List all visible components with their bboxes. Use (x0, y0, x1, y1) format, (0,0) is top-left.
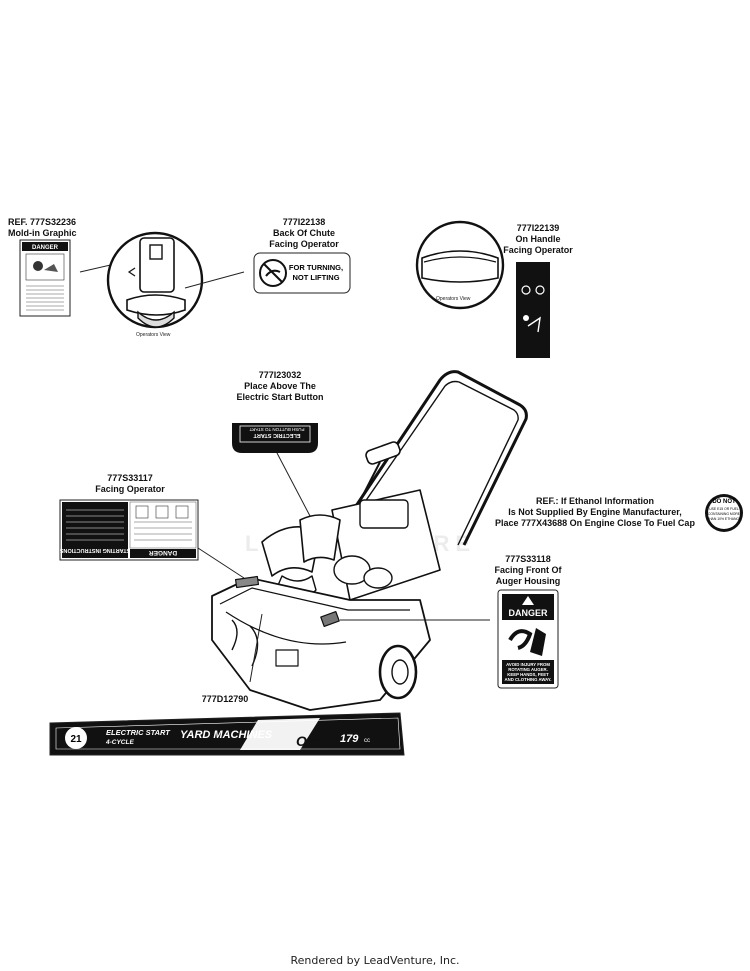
ethanol-line3: CONTAINING MORE (708, 512, 741, 516)
leader-line (197, 547, 245, 579)
auger-decal-line3: KEEP HANDS, FEET (507, 672, 549, 677)
auger-decal-line4: AND CLOTHING AWAY. (505, 677, 552, 682)
stripe-cc: 179 (340, 733, 359, 745)
label-777i23032: 777I23032 Place Above The Electric Start… (222, 370, 338, 403)
label-line: Facing Operator (95, 484, 165, 494)
label-777s33118: 777S33118 Facing Front Of Auger Housing (478, 554, 578, 587)
label-ethanol-ref: REF.: If Ethanol Information Is Not Supp… (490, 496, 700, 529)
operators-view-label: Operators View (436, 296, 471, 302)
electric-start-decal[interactable]: ELECTRIC START PUSH BUTTON TO START (232, 423, 318, 453)
electric-start-line1: ELECTRIC START (253, 432, 301, 438)
stripe-badge: 21 (70, 734, 82, 745)
label-777i22139: 777I22139 On Handle Facing Operator (490, 223, 586, 256)
label-777i22138: 777I22138 Back Of Chute Facing Operator (256, 217, 352, 250)
label-line: 777I23032 (258, 370, 302, 380)
operators-view-label: Operators View (136, 332, 171, 338)
starting-decal-title: STARTING INSTRUCTIONS (59, 547, 130, 553)
label-line: Facing Operator (503, 245, 573, 255)
label-line: Back Of Chute (272, 228, 335, 238)
label-line: Facing Front Of (494, 565, 562, 575)
stripe-line1: ELECTRIC START (106, 728, 171, 737)
ethanol-line2: USE E15 OR FUEL (709, 507, 739, 511)
chute-decal-line2: NOT LIFTING (292, 273, 339, 282)
ethanol-line1: DO NOT (712, 499, 736, 505)
stripe-line2: 4-CYCLE (105, 739, 134, 746)
snow-blower-drawing (211, 370, 528, 711)
label-line: On Handle (515, 234, 561, 244)
starting-instructions-decal[interactable]: DANGER STARTING INSTRUCTIONS (59, 499, 199, 561)
label-line: Place 777X43688 On Engine Close To Fuel … (495, 518, 695, 528)
operators-view-circle-handle (415, 220, 505, 310)
handle-decal[interactable] (516, 262, 550, 358)
label-line: REF.: If Ethanol Information (536, 496, 654, 506)
chute-decal[interactable]: FOR TURNING, NOT LIFTING (253, 252, 351, 294)
electric-start-line2: PUSH BUTTON TO START (249, 427, 304, 432)
label-line: Auger Housing (495, 576, 561, 586)
mold-in-graphic-decal[interactable]: DANGER (19, 239, 71, 317)
label-line: 777S33117 (107, 473, 153, 483)
footer-credit: Rendered by LeadVenture, Inc. (290, 954, 460, 967)
auger-decal-line1: AVOID INJURY FROM (506, 662, 550, 667)
label-777s33117: 777S33117 Facing Operator (80, 473, 180, 495)
leader-line (184, 271, 245, 289)
ethanol-badge[interactable]: DO NOT USE E15 OR FUEL CONTAINING MORE T… (705, 494, 743, 532)
operators-view-circle-chute (106, 231, 204, 329)
stripe-model: OHV (296, 733, 328, 749)
label-line: 777S33118 (505, 554, 551, 564)
label-line: Place Above The (244, 381, 316, 391)
leader-line (249, 613, 263, 683)
label-line: Electric Start Button (236, 392, 324, 402)
label-line: Facing Operator (269, 239, 339, 249)
label-line: 777I22139 (516, 223, 560, 233)
label-line: 777I22138 (282, 217, 326, 227)
ethanol-line4: THAN 10% ETHANOL (707, 517, 741, 521)
auger-decal-title: DANGER (508, 608, 548, 618)
label-line: REF. 777S32236 (8, 217, 77, 227)
label-line: Is Not Supplied By Engine Manufacturer, (508, 507, 682, 517)
label-line: Mold-in Graphic (8, 228, 77, 238)
leader-line (276, 452, 311, 517)
auger-danger-decal[interactable]: DANGER AVOID INJURY FROM ROTATING AUGER.… (497, 589, 559, 689)
label-line: 777D12790 (201, 694, 249, 704)
chute-decal-line1: FOR TURNING, (289, 263, 343, 272)
label-777d12790: 777D12790 (185, 694, 265, 705)
auger-decal-line2: ROTATING AUGER. (508, 667, 548, 672)
label-777s32236: REF. 777S32236 Mold-in Graphic (8, 217, 77, 239)
stripe-decal[interactable]: 21 ELECTRIC START 4-CYCLE YARD MACHINES … (49, 712, 405, 756)
starting-decal-danger: DANGER (149, 549, 177, 556)
stripe-cc-unit: cc (364, 738, 370, 744)
danger-small-text: DANGER (32, 245, 59, 251)
